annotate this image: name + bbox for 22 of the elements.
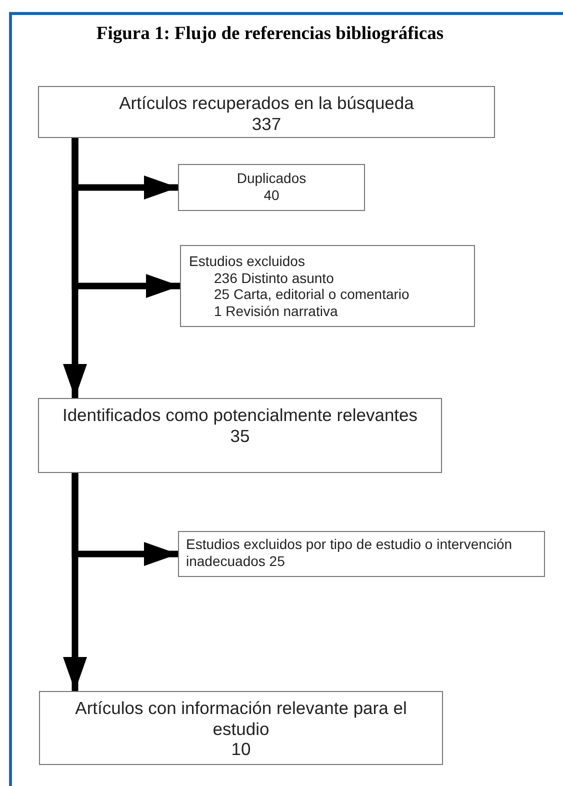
box-heading: Estudios excluidos (189, 253, 306, 270)
count-text: 40 (262, 186, 280, 204)
count-text: 35 (229, 426, 251, 446)
process-box (178, 164, 365, 211)
box-heading: Duplicados (236, 170, 308, 187)
process-box (39, 691, 443, 765)
count-text: 337 (250, 114, 282, 134)
process-box (178, 531, 545, 577)
list-item: 1 Revisión narrativa (213, 302, 339, 320)
count-text: 10 (230, 739, 252, 760)
box-heading: Identificados como potencialmente relevantes (61, 405, 419, 426)
arrow (63, 138, 87, 398)
box-heading: Estudios excluidos por tipo de estudio o intervención inadecuados 25 (186, 536, 514, 570)
figure-title: Figura 1: Flujo de referencias bibliográficas (95, 24, 445, 45)
list-item: 25 Carta, editorial o comentario (213, 286, 410, 303)
arrow (63, 473, 87, 691)
process-box (38, 398, 442, 473)
process-box (180, 245, 475, 327)
box-heading: Artículos con información relevante para el estudio (74, 698, 408, 740)
process-box (38, 86, 495, 138)
box-heading: Artículos recuperados en la búsqueda (118, 93, 415, 114)
list-item: 236 Distinto asunto (213, 270, 335, 286)
